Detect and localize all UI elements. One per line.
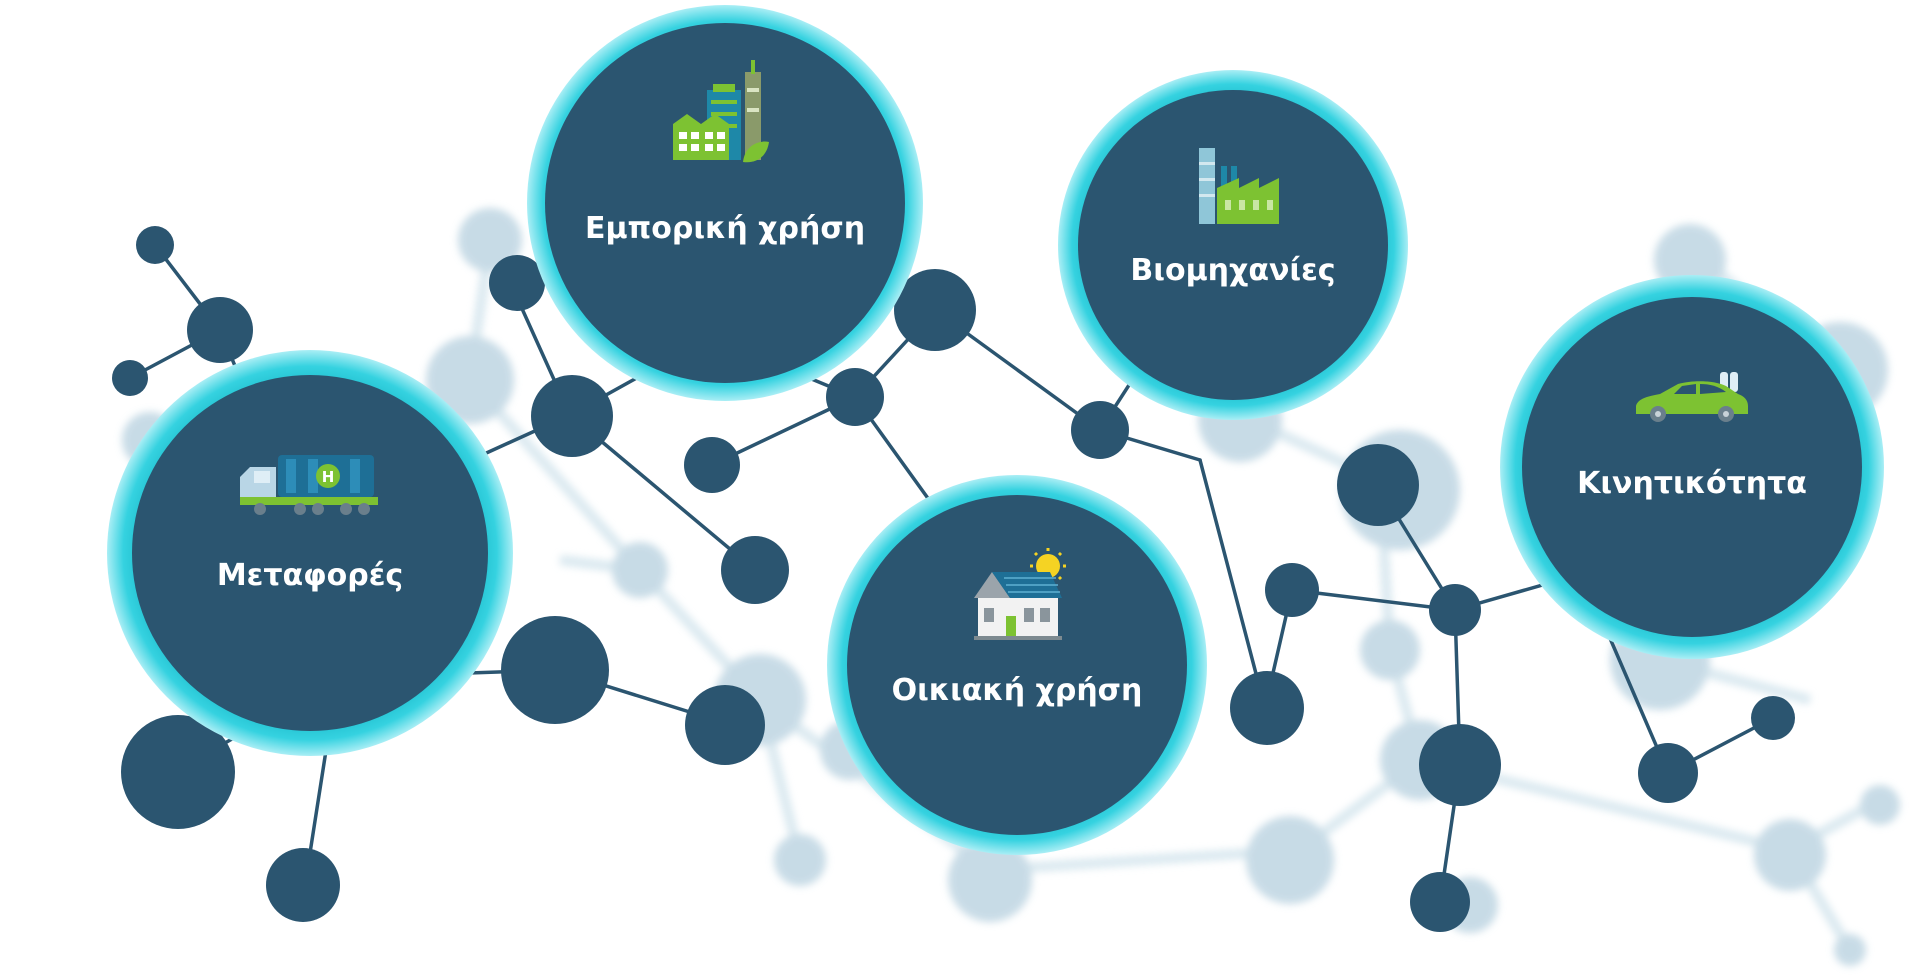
green-buildings-icon — [673, 60, 769, 163]
molecule-node — [501, 616, 609, 724]
hub-commercial: Εμπορική χρήση — [527, 5, 923, 401]
molecule-node — [266, 848, 340, 922]
molecule-node — [112, 360, 148, 396]
solar-house-icon — [974, 548, 1066, 640]
hydrogen-truck-icon: H — [240, 455, 378, 515]
molecule-node — [1265, 563, 1319, 617]
molecule-node — [1638, 743, 1698, 803]
molecule-node — [121, 715, 235, 829]
molecule-node — [187, 297, 253, 363]
molecule-node — [1419, 724, 1501, 806]
molecule-node — [1071, 401, 1129, 459]
hub-label-mobility: Κινητικότητα — [1577, 466, 1807, 501]
hub-label-commercial: Εμπορική χρήση — [585, 211, 865, 246]
svg-text:H: H — [322, 468, 335, 486]
molecule-node — [1429, 584, 1481, 636]
hub-transport: H Μεταφορές — [107, 350, 513, 756]
molecule-node — [684, 437, 740, 493]
hub-mobility: Κινητικότητα — [1500, 275, 1884, 659]
molecule-node — [894, 269, 976, 351]
molecule-node — [1751, 696, 1795, 740]
hub-label-transport: Μεταφορές — [217, 558, 403, 593]
molecule-node — [531, 375, 613, 457]
hub-industry: Βιομηχανίες — [1058, 70, 1408, 420]
molecule-node — [826, 368, 884, 426]
molecule-node — [1230, 671, 1304, 745]
background-molecule — [122, 208, 1900, 966]
factory-icon — [1199, 148, 1279, 224]
hydrogen-car-icon — [1636, 372, 1748, 422]
molecule-nodes — [112, 226, 1795, 932]
hub-label-industry: Βιομηχανίες — [1130, 253, 1335, 288]
molecule-node — [489, 255, 545, 311]
hub-residential: Οικιακή χρήση — [827, 475, 1207, 855]
molecule-node — [685, 685, 765, 765]
molecule-node — [1410, 872, 1470, 932]
molecule-node — [1337, 444, 1419, 526]
hub-label-residential: Οικιακή χρήση — [892, 673, 1143, 708]
molecule-node — [721, 536, 789, 604]
molecule-node — [136, 226, 174, 264]
